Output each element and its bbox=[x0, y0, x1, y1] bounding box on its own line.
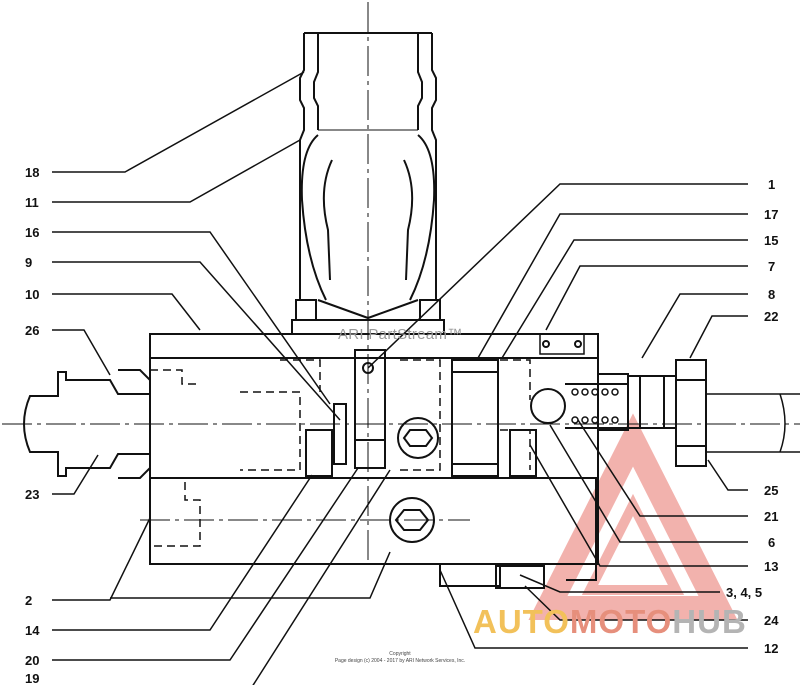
callout-1[interactable]: 1 bbox=[768, 177, 775, 192]
callout-13[interactable]: 13 bbox=[764, 559, 778, 574]
callout-26[interactable]: 26 bbox=[25, 323, 39, 338]
brand-hub: HUB bbox=[672, 603, 747, 640]
callout-9[interactable]: 9 bbox=[25, 255, 32, 270]
callout-14[interactable]: 14 bbox=[25, 623, 40, 638]
callout-3-4-5[interactable]: 3, 4, 5 bbox=[726, 585, 762, 600]
callout-15[interactable]: 15 bbox=[764, 233, 778, 248]
callout-10[interactable]: 10 bbox=[25, 287, 39, 302]
copyright-credit: Page design (c) 2004 - 2017 by ARI Netwo… bbox=[334, 658, 466, 664]
callouts-right: 1 17 15 7 8 22 25 21 6 13 3, 4, 5 24 12 bbox=[726, 177, 779, 656]
leader-lines bbox=[52, 71, 748, 690]
callout-6[interactable]: 6 bbox=[768, 535, 775, 550]
callout-22[interactable]: 22 bbox=[764, 309, 778, 324]
callouts-left: 18 11 16 9 10 26 23 2 14 20 19 bbox=[25, 165, 40, 686]
brand-triangle-logo bbox=[528, 413, 738, 620]
callout-11[interactable]: 11 bbox=[25, 195, 39, 210]
callout-24[interactable]: 24 bbox=[764, 613, 779, 628]
brand-moto: MOTO bbox=[569, 603, 673, 640]
callout-18[interactable]: 18 bbox=[25, 165, 39, 180]
callout-21[interactable]: 21 bbox=[764, 509, 778, 524]
drawing-body bbox=[2, 2, 800, 589]
ari-partstream-watermark: ARI PartStream™ bbox=[338, 326, 463, 343]
callout-16[interactable]: 16 bbox=[25, 225, 39, 240]
callout-20[interactable]: 20 bbox=[25, 653, 39, 668]
automotohub-watermark: AUTOMOTOHUB bbox=[473, 602, 747, 642]
callout-25[interactable]: 25 bbox=[764, 483, 778, 498]
copyright-label: Copyright bbox=[389, 651, 411, 657]
callout-2[interactable]: 2 bbox=[25, 593, 32, 608]
callout-8[interactable]: 8 bbox=[768, 287, 775, 302]
callout-7[interactable]: 7 bbox=[768, 259, 775, 274]
callout-12[interactable]: 12 bbox=[764, 641, 778, 656]
callout-19[interactable]: 19 bbox=[25, 671, 39, 686]
brand-auto: AUTO bbox=[473, 603, 570, 640]
callout-17[interactable]: 17 bbox=[764, 207, 778, 222]
callout-23[interactable]: 23 bbox=[25, 487, 39, 502]
